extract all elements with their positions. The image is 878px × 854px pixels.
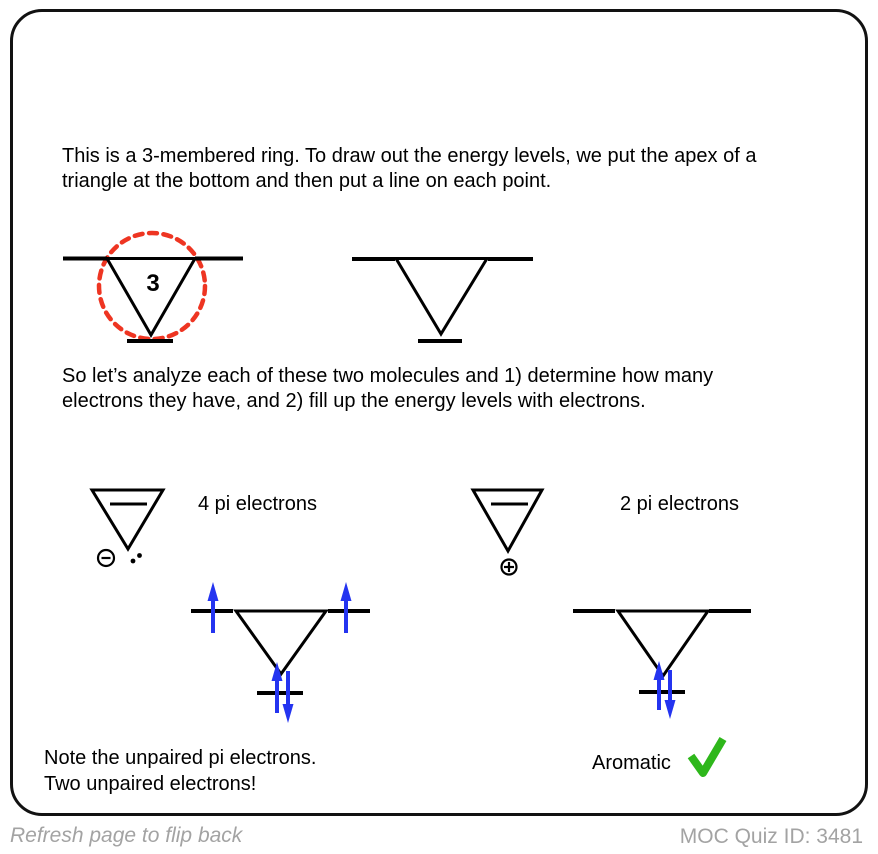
anion-electron-count-label: 4 pi electrons xyxy=(198,493,317,515)
quiz-card xyxy=(10,9,868,816)
lone-pair-dots-icon xyxy=(130,553,142,564)
frost-triangle xyxy=(104,257,198,339)
electron-up-arrow-icon xyxy=(340,582,352,633)
plus-charge-icon xyxy=(500,558,518,576)
anion-molecule xyxy=(89,488,166,568)
anion-energy-diagram xyxy=(191,582,370,723)
checkmark-icon xyxy=(687,736,727,777)
cation-electron-count-label: 2 pi electrons xyxy=(620,493,739,515)
frost-triangle xyxy=(233,609,329,677)
cation-molecule xyxy=(470,488,545,576)
frost-template-diagram xyxy=(352,257,533,343)
electron-up-arrow-icon xyxy=(653,661,665,710)
frost-triangle xyxy=(393,257,490,337)
quiz-id: MOC Quiz ID: 3481 xyxy=(679,825,863,848)
frost-circle-diagram: 3 xyxy=(63,230,243,343)
ring-triangle xyxy=(89,488,166,552)
ring-triangle xyxy=(470,488,545,555)
electron-up-arrow-icon xyxy=(207,582,219,633)
minus-charge-icon xyxy=(96,548,116,568)
electron-down-arrow-icon xyxy=(282,671,294,723)
intro-paragraph: This is a 3-membered ring. To draw out t… xyxy=(62,145,757,192)
frost-circle-icon xyxy=(96,230,208,342)
analysis-paragraph: So let’s analyze each of these two molec… xyxy=(62,365,714,412)
frost-triangle xyxy=(615,609,711,679)
aromatic-label: Aromatic xyxy=(592,752,671,774)
cation-energy-diagram xyxy=(573,609,751,719)
unpaired-note: Note the unpaired pi electrons. Two unpa… xyxy=(44,747,317,795)
electron-up-arrow-icon xyxy=(271,662,283,713)
electron-down-arrow-icon xyxy=(664,670,676,719)
ring-size-label: 3 xyxy=(146,270,159,297)
refresh-hint: Refresh page to flip back xyxy=(10,824,243,847)
